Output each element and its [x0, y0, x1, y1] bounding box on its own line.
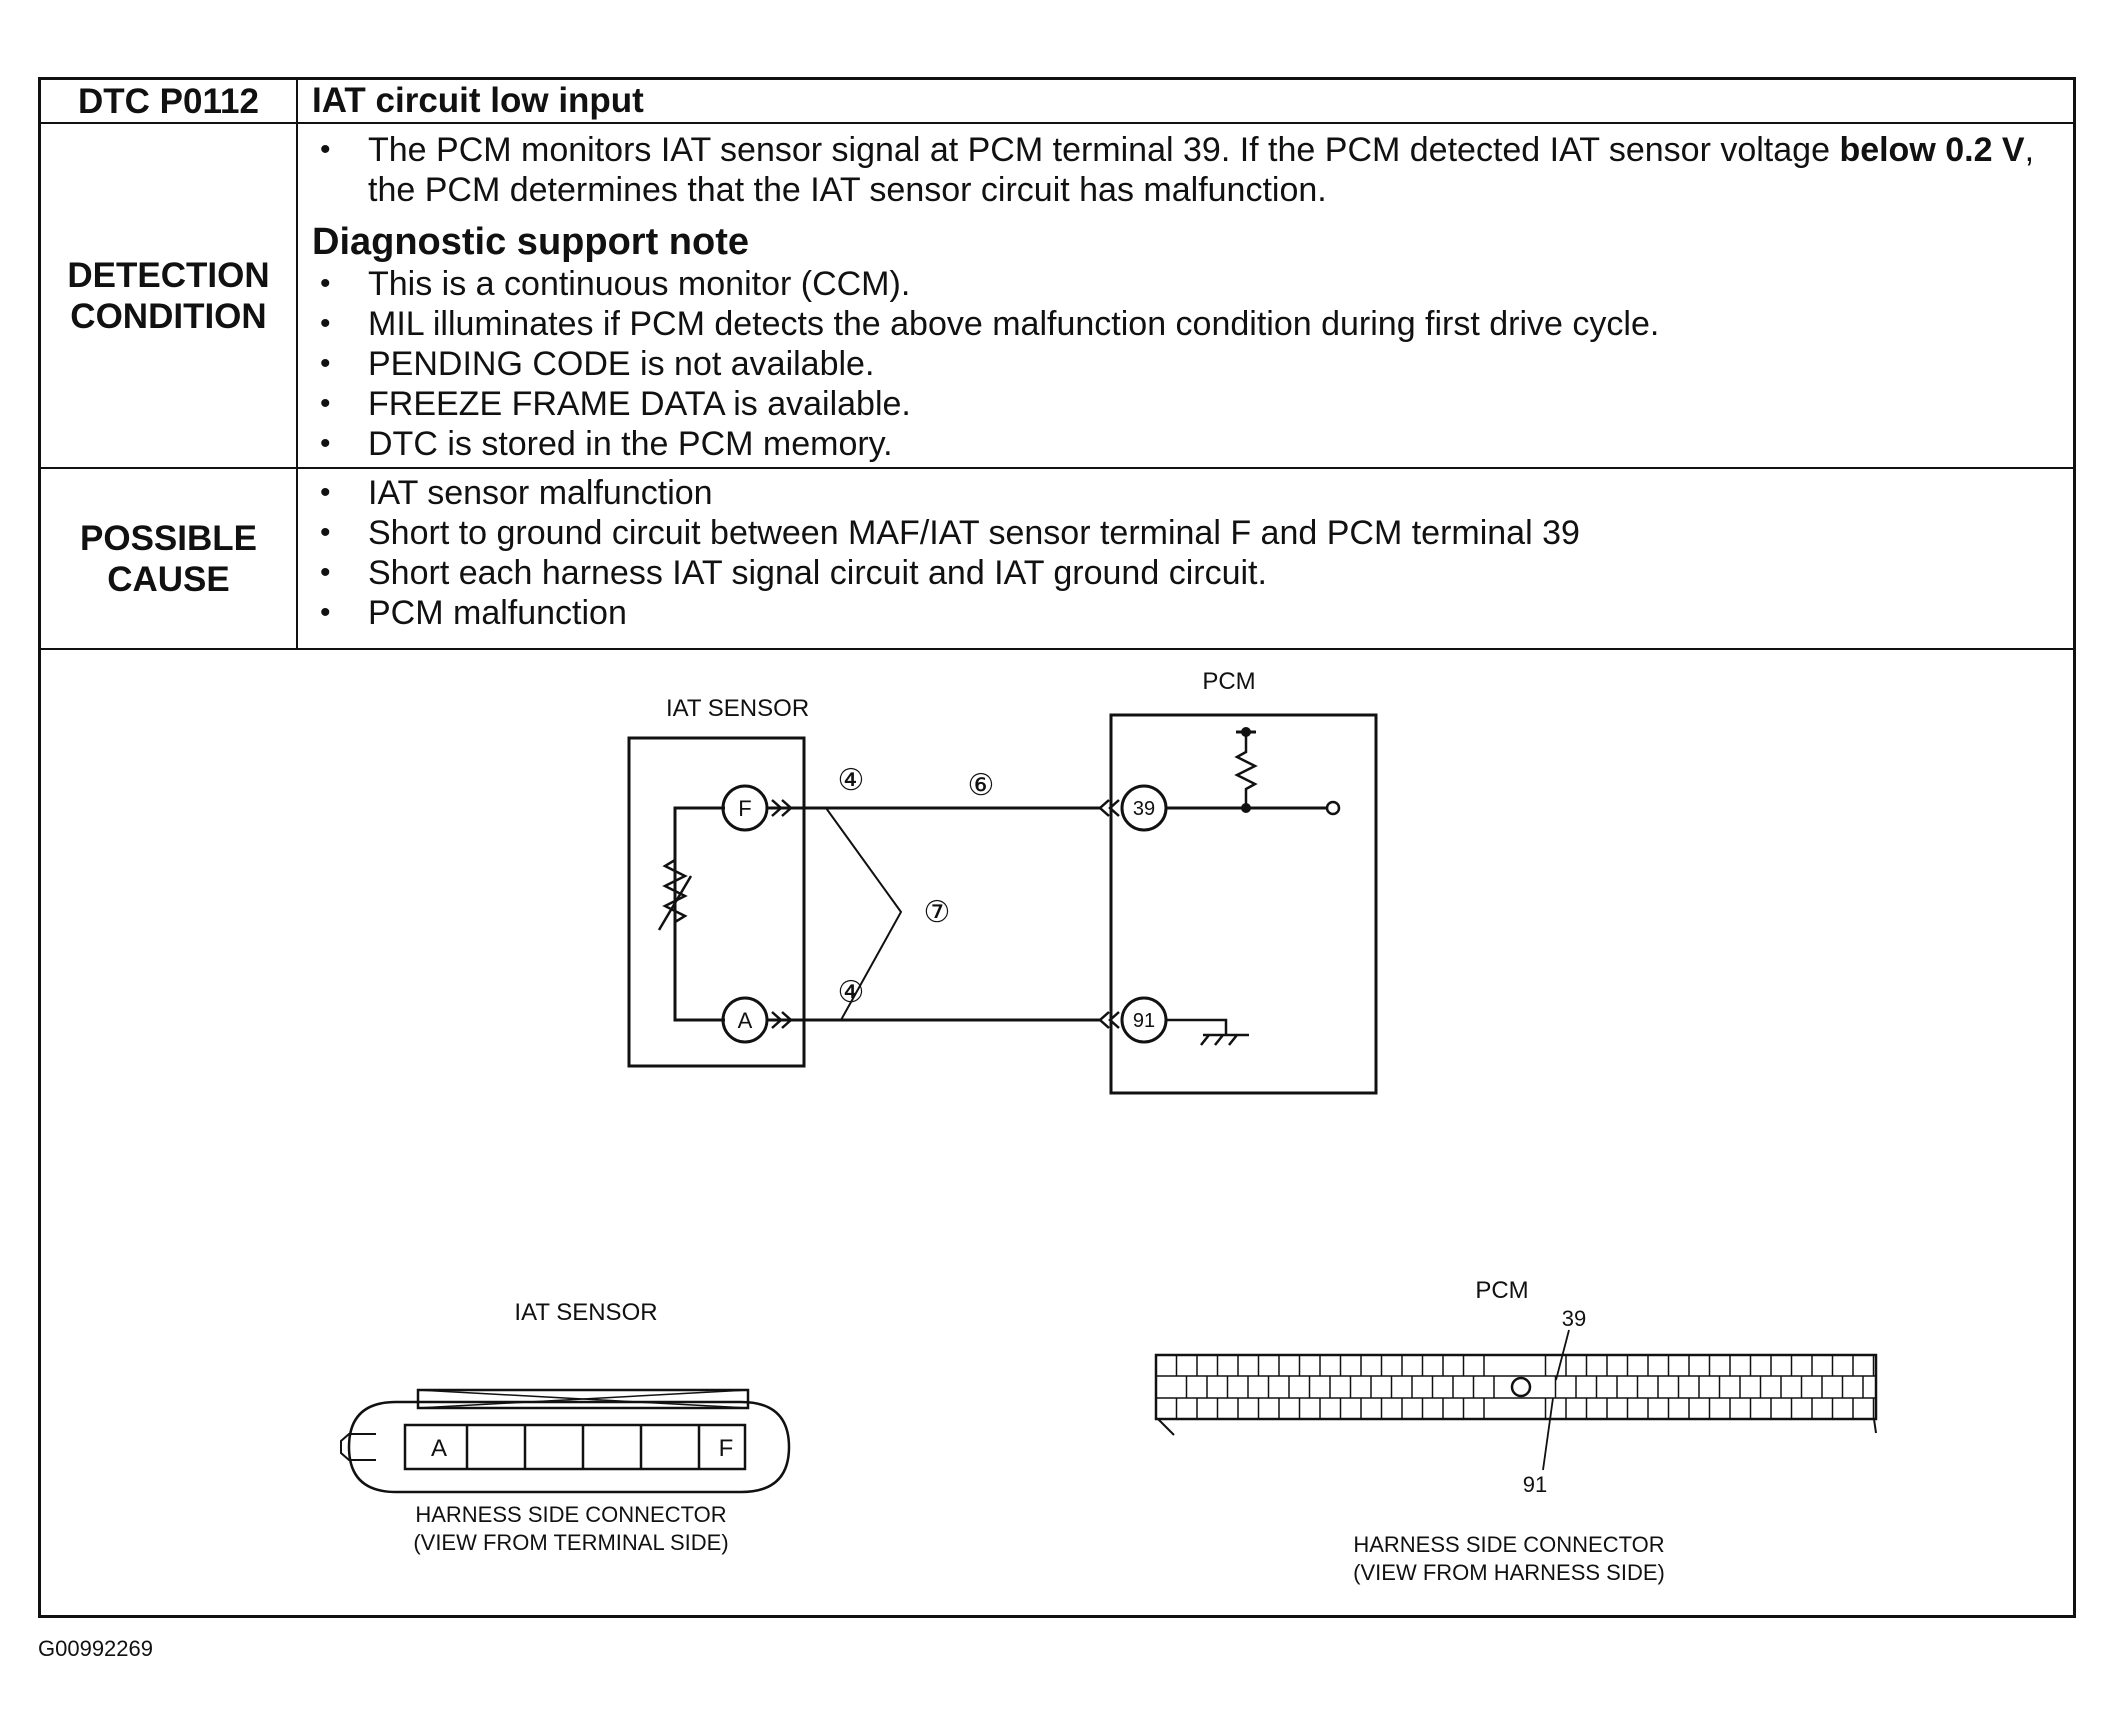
dtc-title: IAT circuit low input: [312, 81, 644, 120]
detection-condition-row: DETECTION CONDITION The PCM monitors IAT…: [41, 124, 2073, 469]
pcm-connector-caption-line1: HARNESS SIDE CONNECTOR: [1353, 1532, 1664, 1557]
pcm-connector-title: PCM: [1475, 1277, 1528, 1304]
detection-label-line1: DETECTION: [67, 255, 270, 295]
sensor-terminal-a-label: A: [738, 1008, 753, 1033]
support-note-title: Diagnostic support note: [312, 221, 749, 263]
iat-connector-pin-a: A: [431, 1435, 447, 1462]
dtc-table: DTC P0112 IAT circuit low input DETECTIO…: [38, 77, 2076, 1618]
monitor-threshold: below 0.2 V: [1839, 131, 2025, 169]
possible-cause-content: IAT sensor malfunction Short to ground c…: [298, 469, 2073, 648]
pcm-box: [1109, 713, 1378, 1095]
iat-connector-title: IAT SENSOR: [514, 1299, 657, 1326]
list-item: IAT sensor malfunction: [298, 473, 2051, 513]
pcm-connector: [1154, 1329, 1878, 1471]
iat-sensor-box: [627, 736, 806, 1068]
detection-condition-content: The PCM monitors IAT sensor signal at PC…: [298, 124, 2073, 467]
support-note-list: This is a continuous monitor (CCM). MIL …: [298, 264, 2051, 464]
detection-condition-label: DETECTION CONDITION: [41, 124, 298, 467]
detection-label-line2: CONDITION: [70, 296, 267, 336]
iat-connector-pin-f: F: [719, 1435, 734, 1462]
sensor-terminal-f-label: F: [738, 796, 751, 821]
list-item: This is a continuous monitor (CCM).: [298, 264, 2051, 304]
possible-cause-row: POSSIBLE CAUSE IAT sensor malfunction Sh…: [41, 469, 2073, 650]
dtc-code: DTC P0112: [41, 80, 298, 122]
header-content: IAT circuit low input: [298, 80, 2073, 122]
list-item: Short to ground circuit between MAF/IAT …: [298, 513, 2051, 553]
list-item: PCM malfunction: [298, 593, 2051, 633]
wiring-diagram: IAT SENSOR PCM F A 39 91 ④ ④ ⑥ ⑦ IAT SEN…: [340, 668, 1878, 1585]
short-callout-lines: [825, 807, 903, 1021]
pcm-connector-pin-91: 91: [1523, 1472, 1547, 1497]
pcm-terminal-91-label: 91: [1133, 1010, 1155, 1032]
monitor-description: The PCM monitors IAT sensor signal at PC…: [298, 130, 2051, 210]
pull-up-resistor: [1234, 732, 1258, 808]
document-id: G00992269: [38, 1636, 153, 1661]
thermistor-wire: [673, 806, 725, 1022]
cause-label-line1: POSSIBLE: [80, 518, 257, 558]
list-item: MIL illuminates if PCM detects the above…: [298, 304, 2051, 344]
thermistor-icon: [662, 858, 688, 924]
callout-connector-top: ④: [838, 764, 865, 797]
pcm-connector-caption-line2: (VIEW FROM HARNESS SIDE): [1353, 1560, 1665, 1585]
list-item: PENDING CODE is not available.: [298, 344, 2051, 384]
iat-sensor-connector: [340, 1388, 791, 1494]
list-item: FREEZE FRAME DATA is available.: [298, 384, 2051, 424]
callout-short: ⑦: [924, 896, 951, 929]
wiring-pcm-title: PCM: [1202, 668, 1255, 695]
iat-connector-caption-line2: (VIEW FROM TERMINAL SIDE): [413, 1530, 728, 1555]
iat-connector-caption-line1: HARNESS SIDE CONNECTOR: [415, 1502, 726, 1527]
callout-connector-bottom: ④: [838, 976, 865, 1009]
list-item: DTC is stored in the PCM memory.: [298, 424, 2051, 464]
possible-cause-label: POSSIBLE CAUSE: [41, 469, 298, 648]
ground-symbol: [1166, 1018, 1249, 1046]
pcm-connector-pin-39: 39: [1562, 1306, 1586, 1331]
pcm-pin-cells: [1175, 1355, 1875, 1419]
monitor-list: The PCM monitors IAT sensor signal at PC…: [298, 130, 2051, 210]
list-item: Short each harness IAT signal circuit an…: [298, 553, 2051, 593]
cause-label-line2: CAUSE: [107, 559, 230, 599]
cause-list: IAT sensor malfunction Short to ground c…: [298, 473, 2051, 633]
header-row: DTC P0112 IAT circuit low input: [41, 80, 2073, 124]
callout-signal-wire: ⑥: [968, 769, 995, 802]
monitor-text-pre: The PCM monitors IAT sensor signal at PC…: [368, 131, 1840, 169]
wiring-sensor-title: IAT SENSOR: [666, 695, 809, 722]
monitor-text-post: , the PCM determines that the IAT sensor…: [368, 131, 2035, 209]
pcm-terminal-39-label: 39: [1133, 798, 1155, 820]
